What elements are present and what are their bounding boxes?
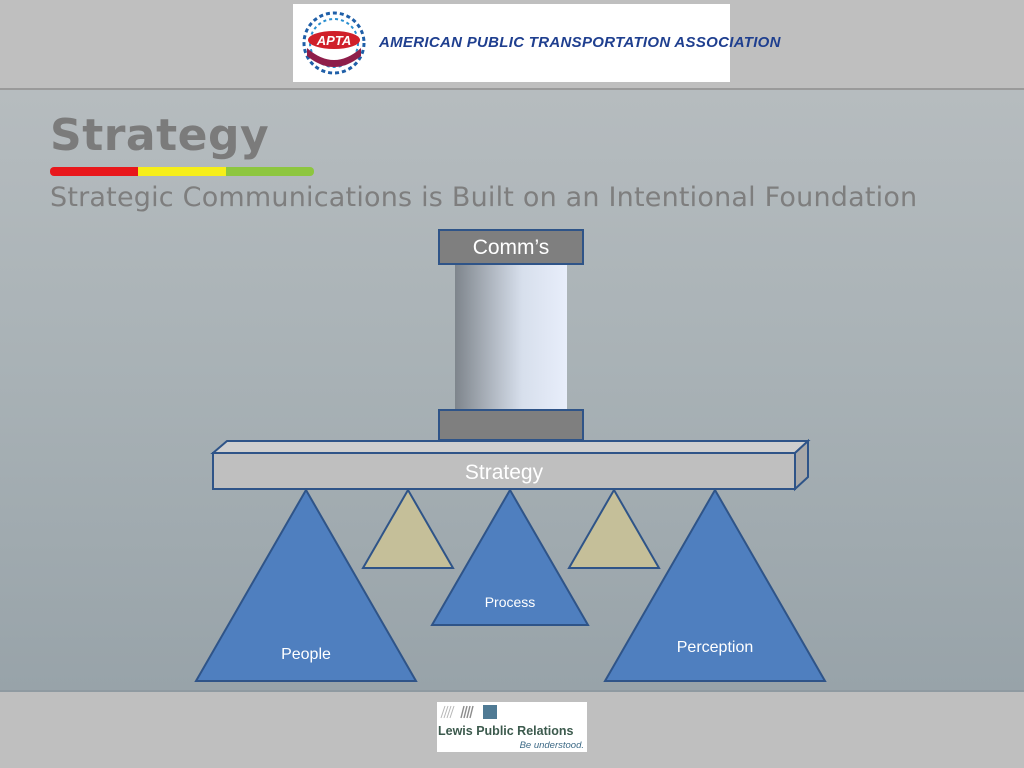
spacer-triangle-right bbox=[567, 487, 661, 569]
apta-name: AMERICAN PUBLIC TRANSPORTATION ASSOCIATI… bbox=[379, 34, 781, 51]
pillar-process bbox=[430, 488, 590, 626]
lewis-pr-tagline: Be understood. bbox=[519, 740, 584, 751]
apta-logo: APTA AMERICAN PUBLIC TRANSPORTATION ASSO… bbox=[293, 4, 780, 82]
lewis-logo-marks-icon bbox=[440, 705, 497, 719]
lewis-pr-logo: Lewis Public Relations Be understood. bbox=[437, 702, 587, 752]
pillar-perception bbox=[603, 487, 827, 682]
title-color-bar bbox=[50, 167, 314, 176]
page-title: Strategy bbox=[50, 110, 270, 161]
strategy-beam bbox=[212, 452, 796, 490]
comms-label: Comm’s bbox=[473, 236, 550, 259]
pillar-people bbox=[194, 487, 418, 682]
column-base bbox=[438, 409, 584, 441]
spacer-triangle-left bbox=[361, 487, 455, 569]
pillar-label-process: Process bbox=[485, 594, 536, 610]
strategy-beam-label: Strategy bbox=[465, 461, 544, 484]
pillar-label-people: People bbox=[281, 646, 331, 663]
title-bar-green bbox=[226, 167, 314, 176]
beam-top-face bbox=[210, 440, 811, 454]
title-bar-red bbox=[50, 167, 138, 176]
page-subtitle: Strategic Communications is Built on an … bbox=[50, 182, 918, 213]
apta-emblem-icon: APTA bbox=[302, 11, 366, 75]
column-shaft bbox=[455, 262, 567, 412]
pillar-label-perception: Perception bbox=[677, 639, 754, 656]
column-capital bbox=[438, 229, 584, 265]
lewis-pr-name: Lewis Public Relations bbox=[438, 724, 574, 738]
apta-abbrev: APTA bbox=[316, 33, 351, 48]
title-bar-yellow bbox=[138, 167, 226, 176]
